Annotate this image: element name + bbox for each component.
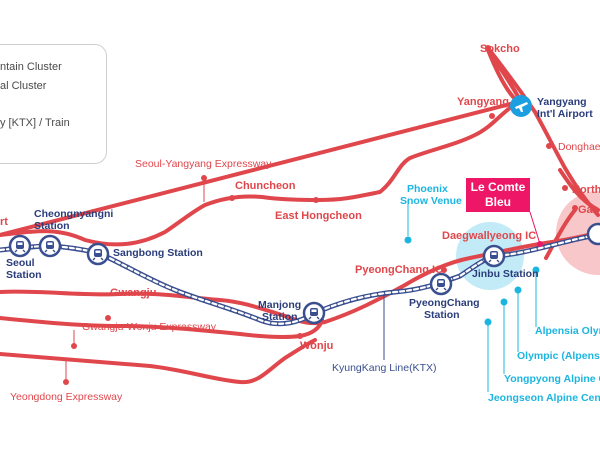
label-yeongdong-expressway: Yeongdong Expressway bbox=[10, 391, 123, 403]
label-pyeongchang-line2: Station bbox=[424, 309, 460, 321]
dot-wonju bbox=[297, 333, 303, 339]
venue-dot-olympic-alpensia bbox=[514, 286, 522, 294]
coastal-cluster-area bbox=[556, 191, 600, 275]
dot-le-comte-bleu bbox=[537, 241, 543, 247]
venue-dot-yongpyong bbox=[500, 298, 508, 306]
dot-pyeongchang-ic bbox=[441, 267, 447, 273]
badge-line2: Bleu bbox=[484, 195, 511, 209]
pointer-le-comte-bleu bbox=[529, 211, 541, 245]
label-cheongnyangni-line1: Cheongnyangni bbox=[34, 208, 114, 220]
dot-donghae bbox=[546, 143, 552, 149]
label-phoenix-line2: Snow Venue bbox=[400, 195, 462, 207]
legend-mountain-cluster: ntain Cluster bbox=[0, 61, 62, 73]
legend bbox=[0, 44, 107, 164]
dot-gwangju bbox=[105, 315, 111, 321]
venue-dot-jeongseon bbox=[484, 318, 492, 326]
dot-gang bbox=[572, 205, 578, 211]
south-connector bbox=[0, 338, 317, 385]
station-icon-manjong bbox=[302, 301, 326, 325]
label-cheongnyangni-line2: Station bbox=[34, 220, 70, 232]
label-jinbu-station: Jinbu Station bbox=[472, 268, 539, 280]
label-pyeongchang-line1: PyeongChang bbox=[409, 297, 480, 309]
label-alpensia-olym: Alpensia Olym bbox=[535, 325, 600, 337]
station-icons bbox=[8, 222, 600, 325]
label-chuncheon: Chuncheon bbox=[235, 180, 296, 192]
label-olympic-alpensia: Olympic (Alpensi bbox=[517, 350, 600, 362]
station-icon-jinbu bbox=[482, 244, 506, 268]
label-east-hongcheon: East Hongcheon bbox=[275, 210, 362, 222]
label-seoul-yangyang-expressway: Seoul-Yangyang Expressway bbox=[135, 158, 272, 170]
label-phoenix-line1: Phoenix bbox=[407, 183, 448, 195]
le-comte-bleu-badge: Le Comte Bleu bbox=[466, 178, 530, 212]
donghae-expressway bbox=[486, 46, 600, 217]
label-daegwallyeong-ic: Daegwallyeong IC bbox=[442, 230, 537, 242]
dot-east-hongcheon bbox=[313, 197, 319, 203]
label-sangbong-station: Sangbong Station bbox=[113, 247, 203, 259]
dot-yangyang bbox=[489, 113, 495, 119]
coastal-road bbox=[544, 168, 600, 260]
label-donghae: Donghae bbox=[558, 141, 600, 153]
dot-sokcho bbox=[485, 45, 491, 51]
label-yangyang: Yangyang bbox=[457, 96, 509, 108]
dot-north bbox=[562, 185, 568, 191]
label-north: North bbox=[572, 184, 600, 196]
legend-railway: y [KTX] / Train bbox=[0, 117, 70, 129]
label-manjong-line1: Manjong bbox=[258, 299, 302, 311]
venue-dot-phoenix bbox=[404, 236, 412, 244]
station-icon-pyeongchang bbox=[429, 272, 453, 296]
venue-dot-alpensia-olym bbox=[532, 266, 540, 274]
label-airport-line1: Yangyang bbox=[537, 96, 587, 108]
label-manjong-line2: Station bbox=[262, 311, 298, 323]
label-gwangju: Gwangju bbox=[110, 287, 157, 299]
label-sokcho: Sokcho bbox=[480, 43, 520, 55]
station-icon-sangbong bbox=[86, 242, 110, 266]
label-yongpyong: Yongpyong Alpine C bbox=[504, 373, 600, 385]
badge-line1: Le Comte bbox=[470, 180, 526, 194]
station-icon-seoul bbox=[8, 234, 32, 258]
label-seoul-line2: Station bbox=[6, 269, 42, 281]
label-jeongseon: Jeongseon Alpine Cent bbox=[488, 392, 600, 404]
dot-chuncheon bbox=[229, 195, 235, 201]
airplane-icon bbox=[510, 95, 532, 117]
station-icon-gangneung bbox=[586, 222, 600, 246]
label-kyungkang-line: KyungKang Line(KTX) bbox=[332, 362, 437, 374]
station-icon-cheongnyangni bbox=[38, 234, 62, 258]
label-airport-line2: Int'l Airport bbox=[537, 108, 593, 120]
label-wonju: Wonju bbox=[300, 340, 334, 352]
label-pyeongchang-ic: PyeongChang IC bbox=[355, 264, 444, 276]
label-gwangju-wonju-expressway: Gwangju-Wonju Expressway bbox=[82, 321, 217, 333]
legend-coastal-cluster: al Cluster bbox=[0, 80, 47, 92]
label-gang: Gang bbox=[578, 204, 600, 216]
label-rt: rt bbox=[0, 216, 8, 228]
gwangju-wonju-expressway bbox=[0, 316, 324, 340]
label-seoul-line1: Seoul bbox=[6, 257, 35, 269]
